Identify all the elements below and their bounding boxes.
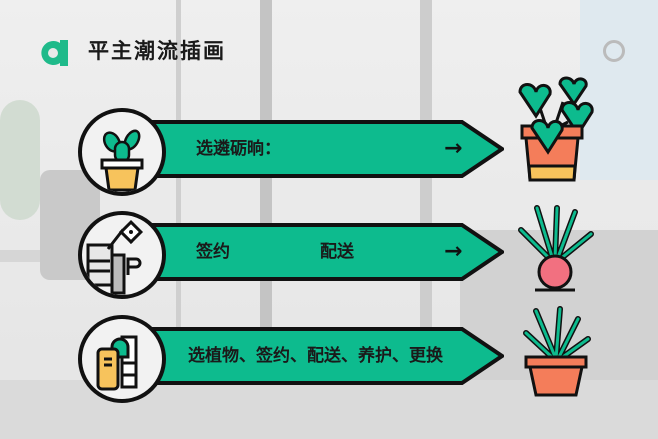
logo-icon bbox=[41, 40, 68, 66]
arrow-right-icon: → bbox=[444, 136, 463, 161]
step-2-label-deliver: 配送 bbox=[320, 242, 354, 262]
heart-leaf-plant-icon bbox=[518, 76, 594, 182]
step-row-1: 选遴砺晌： → bbox=[78, 108, 508, 196]
bulb-plant-icon bbox=[518, 205, 594, 292]
step-row-2: 签约 配送 → bbox=[78, 211, 508, 299]
delivery-house-icon bbox=[78, 211, 166, 299]
step-1-label: 选遴砺晌： bbox=[196, 139, 281, 159]
arrow-right-icon: → bbox=[444, 239, 463, 264]
grass-pot-icon bbox=[523, 306, 591, 397]
step-2-label-sign: 签约 bbox=[196, 242, 230, 262]
page-title: 平主潮流插画 bbox=[88, 39, 226, 63]
step-row-3: 选植物、签约、配送、养护、更换 bbox=[78, 315, 508, 403]
potted-cactus-icon bbox=[78, 108, 166, 196]
documents-icon bbox=[78, 315, 166, 403]
step-3-label: 选植物、签约、配送、养护、更换 bbox=[188, 346, 443, 366]
